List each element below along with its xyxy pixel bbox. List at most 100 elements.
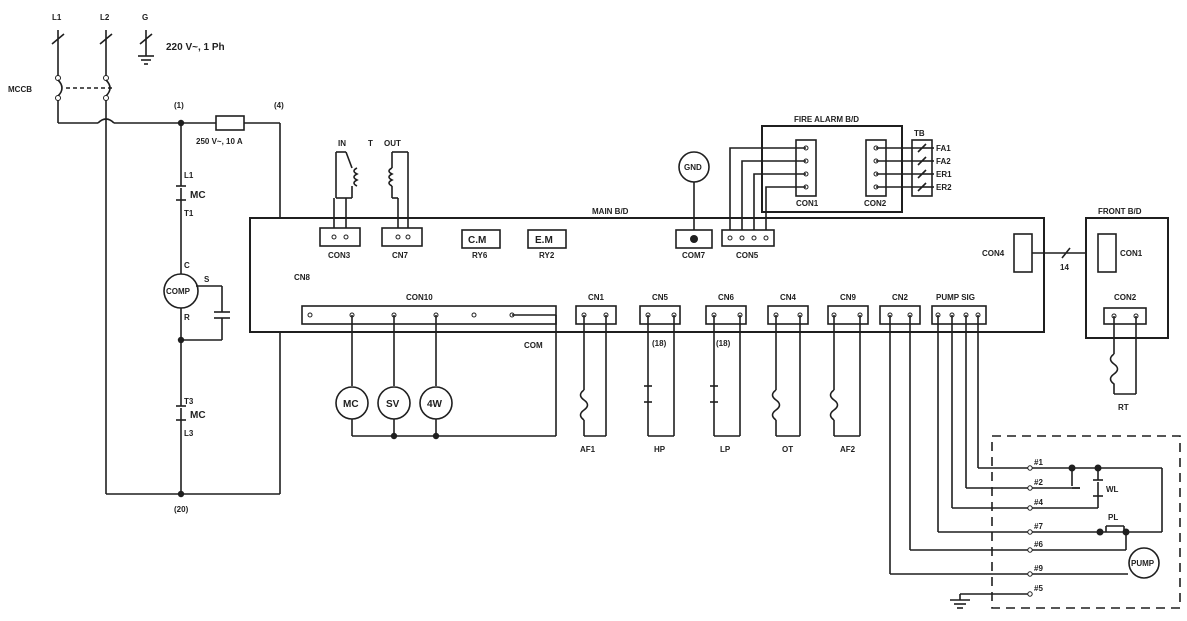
run-capacitor (214, 311, 230, 319)
label-er2: ER2 (936, 183, 952, 192)
cn4-connector (767, 305, 809, 325)
label-l1: L1 (52, 13, 62, 22)
em-relay (527, 229, 567, 249)
label-ot: OT (782, 445, 793, 454)
label-mccb: MCCB (8, 85, 32, 94)
fire-alarm-con2 (865, 139, 887, 197)
label-cm: C.M (468, 235, 486, 246)
label-cn9: CN9 (840, 293, 857, 302)
label-terminal-4: #4 (1034, 498, 1043, 507)
label-node-4: (4) (274, 101, 284, 110)
cn5-connector (639, 305, 681, 325)
label-t: T (368, 139, 373, 148)
label-14: 14 (1060, 263, 1069, 272)
label-cn6: CN6 (718, 293, 735, 302)
label-cn2: CN2 (892, 293, 909, 302)
label-af2: AF2 (840, 445, 856, 454)
label-terminal-5: #5 (1034, 584, 1043, 593)
label-cn4: CN4 (780, 293, 797, 302)
label-tb: TB (914, 129, 925, 138)
label-er1: ER1 (936, 170, 952, 179)
label-fa1: FA1 (936, 144, 951, 153)
label-in: IN (338, 139, 346, 148)
break-mark-l1 (51, 33, 65, 45)
break-mark-l2 (99, 33, 113, 45)
label-fire-alarm-bd: FIRE ALARM B/D (794, 115, 859, 124)
label-cn7: CN7 (392, 251, 409, 260)
cn7-connector (381, 227, 423, 247)
cn2-connector (879, 305, 921, 325)
label-comp: COMP (166, 287, 191, 296)
label-front-con2: CON2 (1114, 293, 1137, 302)
ground-symbol (138, 55, 154, 65)
pump-unit-box (991, 435, 1181, 609)
hp-switch (644, 385, 652, 403)
label-cn8: CN8 (294, 273, 311, 282)
con3-connector (319, 227, 361, 247)
label-mc-l3: L3 (184, 429, 194, 438)
label-comp-s: S (204, 275, 210, 284)
label-af1: AF1 (580, 445, 596, 454)
label-terminal-9: #9 (1034, 564, 1043, 573)
label-lp: LP (720, 445, 731, 454)
label-terminal-6: #6 (1034, 540, 1043, 549)
label-fa-con1: CON1 (796, 199, 819, 208)
pump-motor (1128, 547, 1160, 579)
label-supply: 220 V~, 1 Ph (166, 42, 225, 53)
label-terminal-2: #2 (1034, 478, 1043, 487)
label-cn1: CN1 (588, 293, 605, 302)
in-out-sensors (333, 151, 409, 228)
ot-thermistor (771, 389, 781, 421)
mccb-breaker (55, 75, 114, 101)
label-terminal-1: #1 (1034, 458, 1043, 467)
cn6-connector (705, 305, 747, 325)
con4-connector (1013, 233, 1033, 273)
label-ry6: RY6 (472, 251, 488, 260)
label-comp-c: C (184, 261, 190, 270)
label-com: COM (524, 341, 543, 350)
cn9-connector (827, 305, 869, 325)
label-cn5: CN5 (652, 293, 669, 302)
label-terminal-7: #7 (1034, 522, 1043, 531)
label-hp: HP (654, 445, 666, 454)
label-fa2: FA2 (936, 157, 951, 166)
label-18b: (18) (716, 339, 731, 348)
fire-alarm-con1 (795, 139, 817, 197)
label-mc-l1: L1 (184, 171, 194, 180)
label-com7: COM7 (682, 251, 706, 260)
label-fa-con2: CON2 (864, 199, 887, 208)
label-gnd: GND (684, 163, 702, 172)
label-node-1: (1) (174, 101, 184, 110)
label-con4: CON4 (982, 249, 1005, 258)
label-l2: L2 (100, 13, 110, 22)
label-ry2: RY2 (539, 251, 555, 260)
label-sv: SV (386, 399, 400, 410)
label-con3: CON3 (328, 251, 351, 260)
cm-relay (461, 229, 501, 249)
label-mc-t1: T1 (184, 209, 194, 218)
terminal-block-tb (911, 139, 933, 197)
front-con2 (1103, 307, 1147, 325)
label-fuse-rating: 250 V~, 10 A (196, 137, 243, 146)
af1-thermistor (579, 389, 589, 421)
label-node-20: (20) (174, 505, 189, 514)
pump-sig-connector (931, 305, 987, 325)
label-out: OUT (384, 139, 401, 148)
label-con10: CON10 (406, 293, 433, 302)
label-18a: (18) (652, 339, 667, 348)
label-mc-coil: MC (343, 399, 359, 410)
label-g: G (142, 13, 148, 22)
label-con5: CON5 (736, 251, 759, 260)
label-4w: 4W (427, 399, 443, 410)
pl-switch (1105, 525, 1125, 532)
af2-thermistor (829, 389, 839, 421)
wl-float-switch (1093, 468, 1103, 497)
fuse (215, 115, 245, 131)
label-main-bd: MAIN B/D (592, 207, 629, 216)
label-em: E.M (535, 235, 553, 246)
label-mc-bottom: MC (190, 410, 206, 421)
label-pl: PL (1108, 513, 1118, 522)
label-front-con1: CON1 (1120, 249, 1143, 258)
label-mc-t3: T3 (184, 397, 194, 406)
